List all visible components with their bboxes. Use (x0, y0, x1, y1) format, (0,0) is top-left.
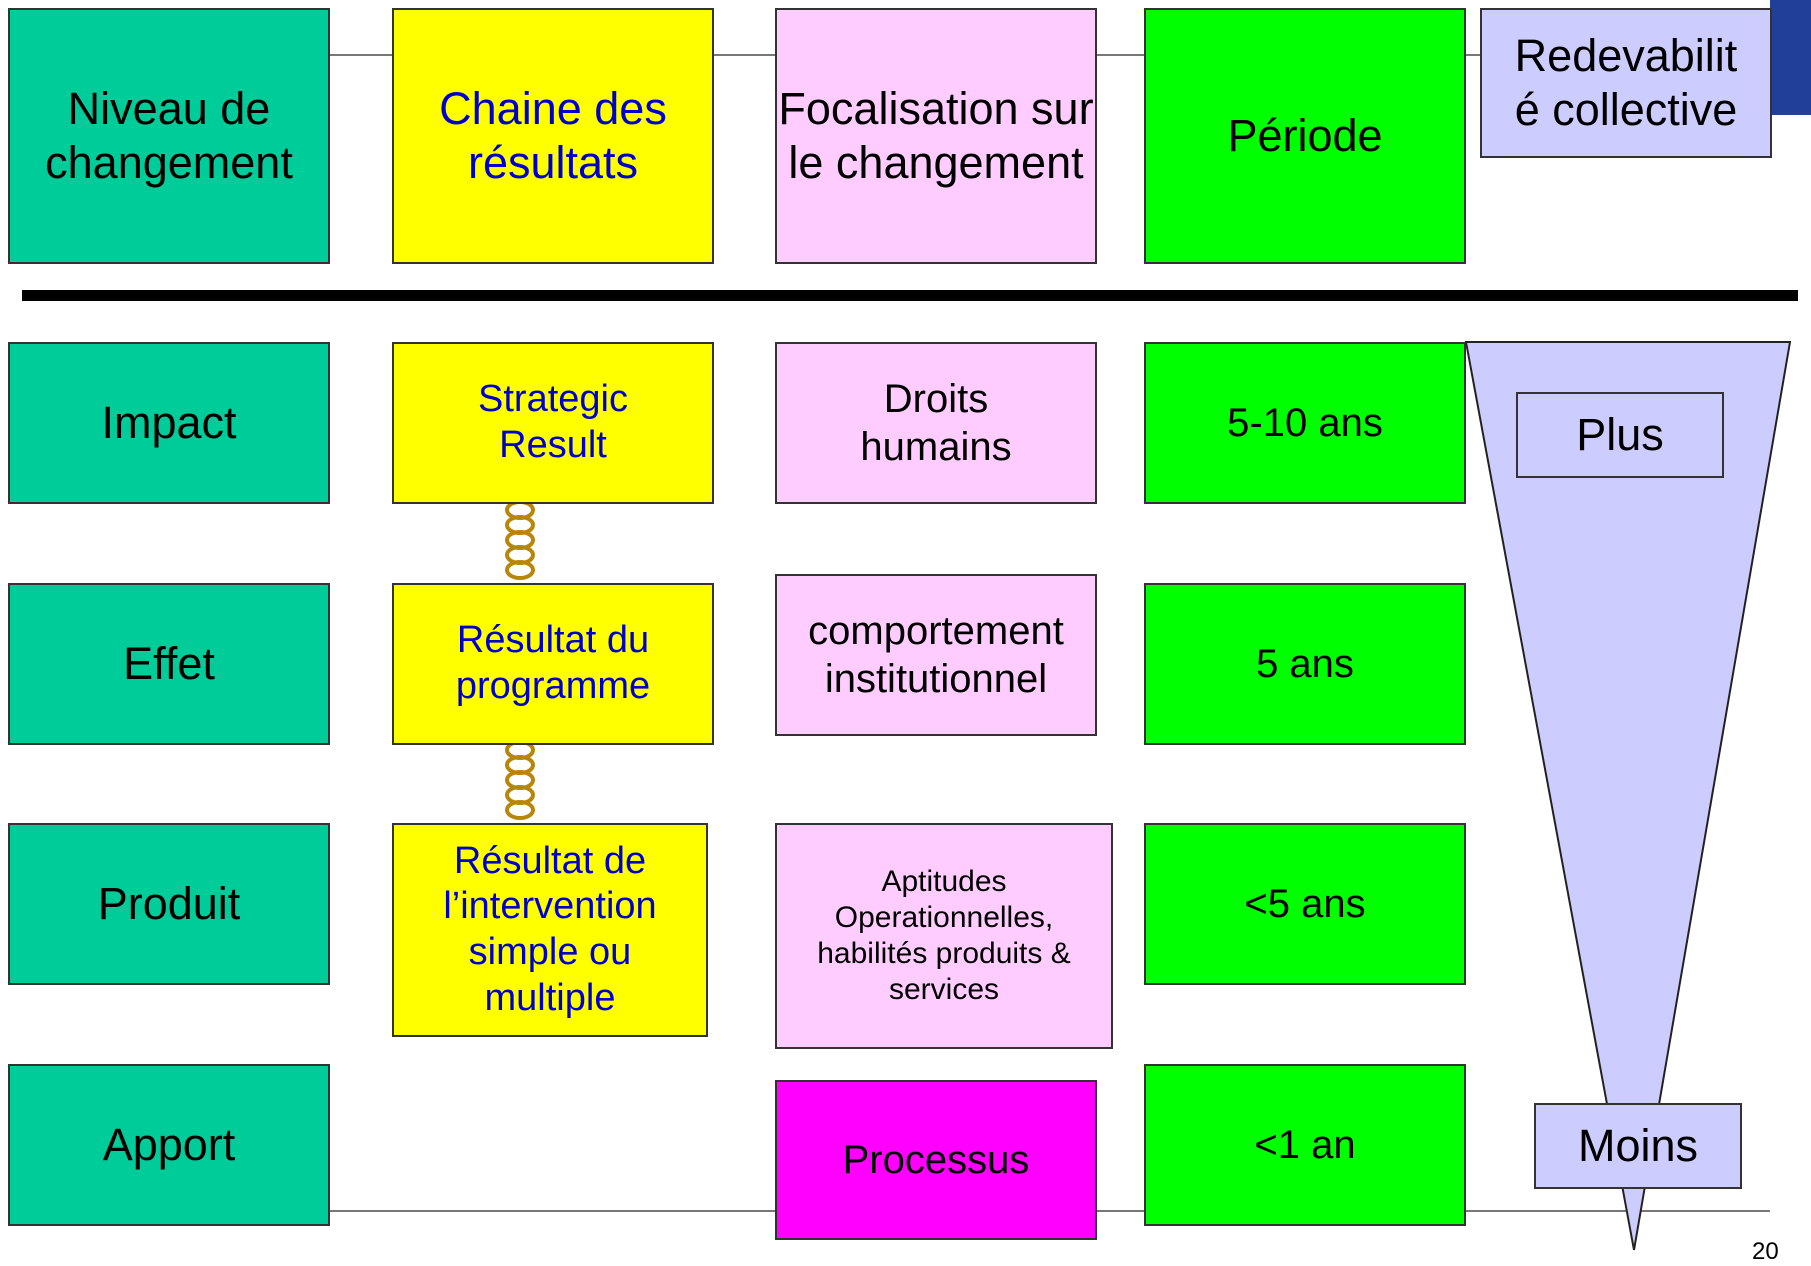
row-impact-periode-label: 5-10 ans (1227, 401, 1383, 445)
row-effet-focalisation: comportement institutionnel (775, 574, 1097, 736)
row-effet-niveau-label: Effet (123, 638, 215, 689)
row-impact-chaine-label: Strategic Result (478, 378, 628, 466)
row-produit-periode: <5 ans (1144, 823, 1466, 985)
funnel-moins-text: Moins (1577, 1120, 1699, 1171)
row-impact-periode: 5-10 ans (1144, 342, 1466, 504)
row-impact-focalisation-label: Droits humains (860, 377, 1012, 469)
header-chaine-label: Chaine des résultats (439, 83, 667, 188)
page-number: 20 (1752, 1238, 1779, 1265)
separator-bar (22, 290, 1798, 301)
row-produit-periode-label: <5 ans (1244, 882, 1366, 926)
row-effet-chaine-label: Résultat du programme (455, 619, 651, 707)
row-produit-chaine: Résultat de l’intervention simple ou mul… (392, 823, 708, 1037)
funnel-plus-label: Plus (1516, 392, 1724, 478)
logo (1770, 0, 1811, 115)
row-impact-niveau-label: Impact (101, 397, 237, 448)
row-effet-niveau: Effet (8, 583, 330, 745)
row-effet-periode: 5 ans (1144, 583, 1466, 745)
row-apport-periode-label: <1 an (1254, 1123, 1356, 1167)
header-redevabilite: Redevabilit é collective (1480, 8, 1772, 158)
header-redevabilite-label: Redevabilit é collective (1514, 30, 1738, 135)
row-impact-niveau: Impact (8, 342, 330, 504)
row-effet-periode-label: 5 ans (1256, 642, 1354, 686)
row-produit-focalisation-label: Aptitudes Operationnelles, habilités pro… (817, 865, 1071, 1006)
row-produit-chaine-label: Résultat de l’intervention simple ou mul… (443, 839, 657, 1019)
row-produit-niveau-label: Produit (97, 878, 241, 929)
funnel-plus-text: Plus (1576, 409, 1664, 460)
funnel-moins-label: Moins (1534, 1103, 1742, 1189)
row-effet-chaine: Résultat du programme (392, 583, 714, 745)
header-chaine: Chaine des résultats (392, 8, 714, 264)
row-apport-periode: <1 an (1144, 1064, 1466, 1226)
header-niveau: Niveau de changement (8, 8, 330, 264)
chain-link-top (505, 500, 535, 580)
header-periode-label: Période (1227, 110, 1383, 161)
header-niveau-label: Niveau de changement (45, 83, 293, 188)
accountability-funnel (1464, 341, 1792, 1251)
row-produit-focalisation: Aptitudes Operationnelles, habilités pro… (775, 823, 1113, 1049)
header-focalisation: Focalisation sur le changement (775, 8, 1097, 264)
header-periode: Période (1144, 8, 1466, 264)
row-apport-niveau: Apport (8, 1064, 330, 1226)
row-apport-niveau-label: Apport (102, 1119, 236, 1170)
row-apport-focalisation: Processus (775, 1080, 1097, 1240)
header-focalisation-label: Focalisation sur le changement (778, 83, 1094, 188)
row-effet-focalisation-label: comportement institutionnel (808, 609, 1064, 701)
row-impact-chaine: Strategic Result (392, 342, 714, 504)
chain-link-bottom (505, 740, 535, 820)
row-impact-focalisation: Droits humains (775, 342, 1097, 504)
row-produit-niveau: Produit (8, 823, 330, 985)
row-apport-focalisation-label: Processus (842, 1138, 1030, 1182)
